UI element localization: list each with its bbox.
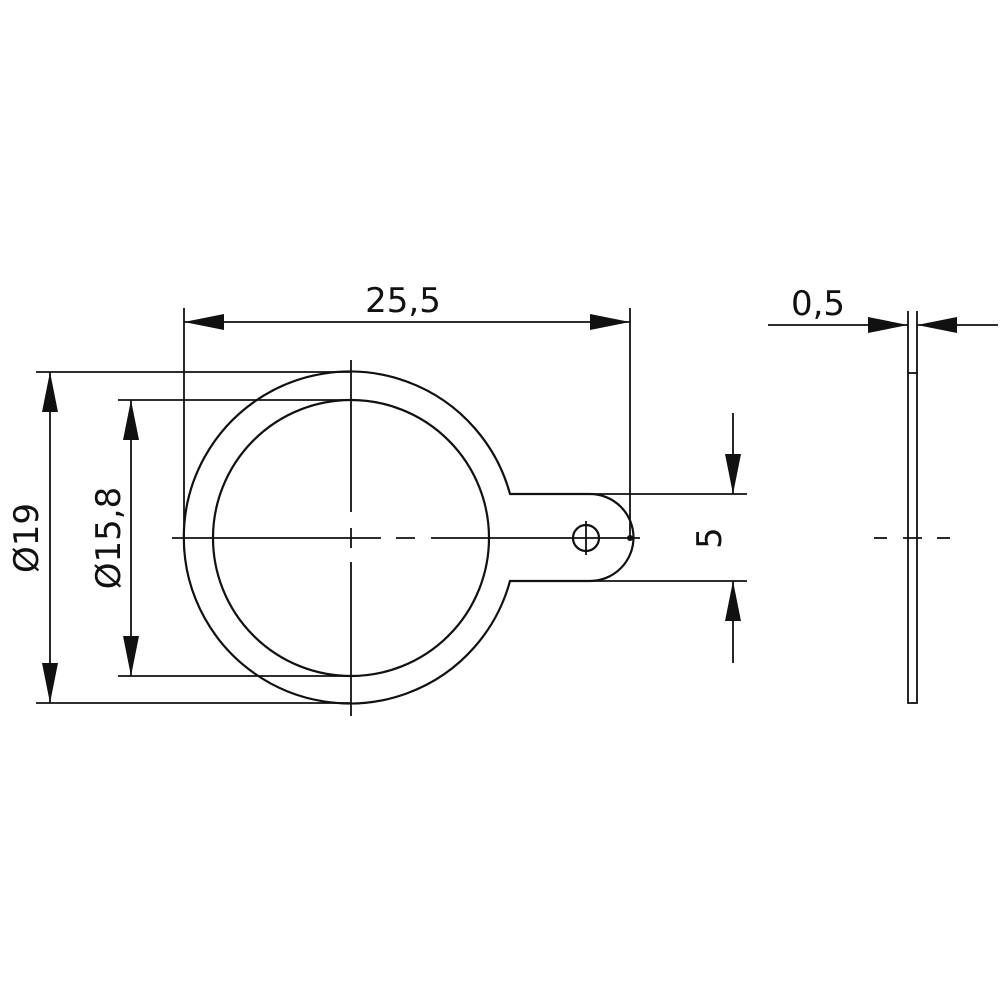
dim-label-thickness: 0,5 — [791, 284, 845, 324]
dimension-outer-diameter — [36, 371, 351, 704]
dimension-overall-length — [183, 308, 631, 538]
dim-label-tab-width: 5 — [690, 527, 730, 549]
dim-label-inner-diameter: Ø15,8 — [89, 487, 129, 589]
centerlines — [172, 360, 640, 716]
dimension-inner-diameter — [118, 399, 351, 677]
outer-outline — [182, 370, 635, 705]
side-view — [874, 311, 950, 704]
dimension-tab-width — [590, 413, 747, 663]
dim-label-outer-diameter: Ø19 — [7, 503, 47, 573]
front-view — [172, 360, 640, 716]
dim-label-overall-length: 25,5 — [365, 281, 441, 321]
